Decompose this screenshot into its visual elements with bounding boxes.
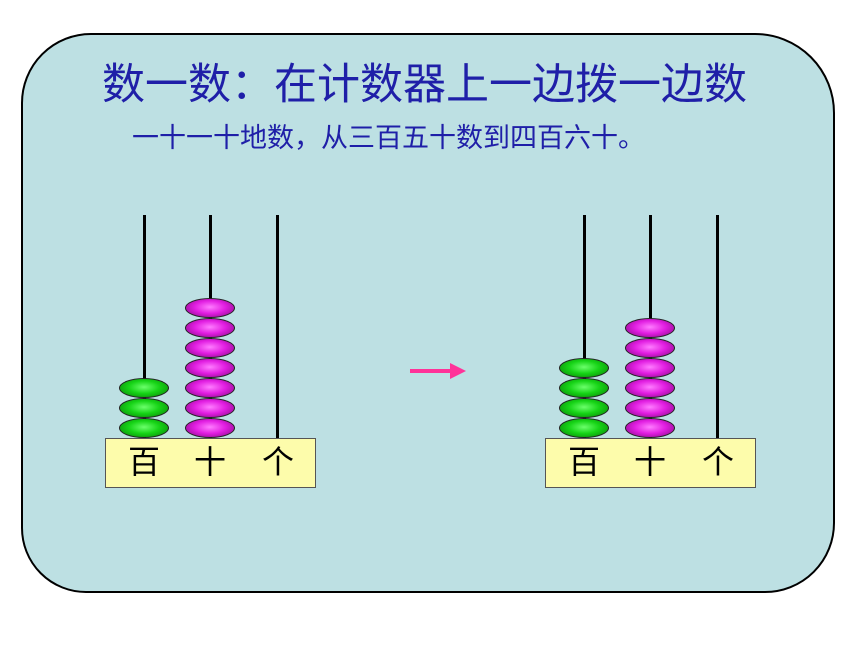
rod-ones xyxy=(276,215,279,440)
abacus-base xyxy=(105,438,316,488)
tens-bead xyxy=(185,298,235,318)
slide-title: 数一数：在计数器上一边拨一边数 xyxy=(102,60,747,110)
tens-bead xyxy=(185,358,235,378)
hundreds-bead xyxy=(119,378,169,398)
rod-hundreds xyxy=(143,215,146,440)
abacus-base xyxy=(545,438,756,488)
slide-subtitle: 一十一十地数，从三百五十数到四百六十。 xyxy=(132,123,645,154)
slide-panel xyxy=(21,33,835,593)
tens-bead xyxy=(185,318,235,338)
right-arrow-icon xyxy=(410,363,466,379)
tens-bead xyxy=(185,378,235,398)
hundreds-bead xyxy=(119,418,169,438)
tens-bead xyxy=(185,338,235,358)
tens-bead xyxy=(625,398,675,418)
hundreds-bead xyxy=(559,358,609,378)
label-tens: 十 xyxy=(633,443,666,481)
hundreds-bead xyxy=(119,398,169,418)
label-hundreds: 百 xyxy=(127,443,160,481)
hundreds-bead xyxy=(559,378,609,398)
label-hundreds: 百 xyxy=(567,443,600,481)
label-ones: 个 xyxy=(701,443,734,481)
tens-bead xyxy=(625,338,675,358)
tens-bead xyxy=(625,418,675,438)
tens-bead xyxy=(185,418,235,438)
tens-bead xyxy=(625,358,675,378)
hundreds-bead xyxy=(559,398,609,418)
tens-bead xyxy=(625,318,675,338)
tens-bead xyxy=(185,398,235,418)
tens-bead xyxy=(625,378,675,398)
rod-hundreds xyxy=(583,215,586,440)
label-tens: 十 xyxy=(193,443,226,481)
label-ones: 个 xyxy=(261,443,294,481)
rod-ones xyxy=(716,215,719,440)
hundreds-bead xyxy=(559,418,609,438)
